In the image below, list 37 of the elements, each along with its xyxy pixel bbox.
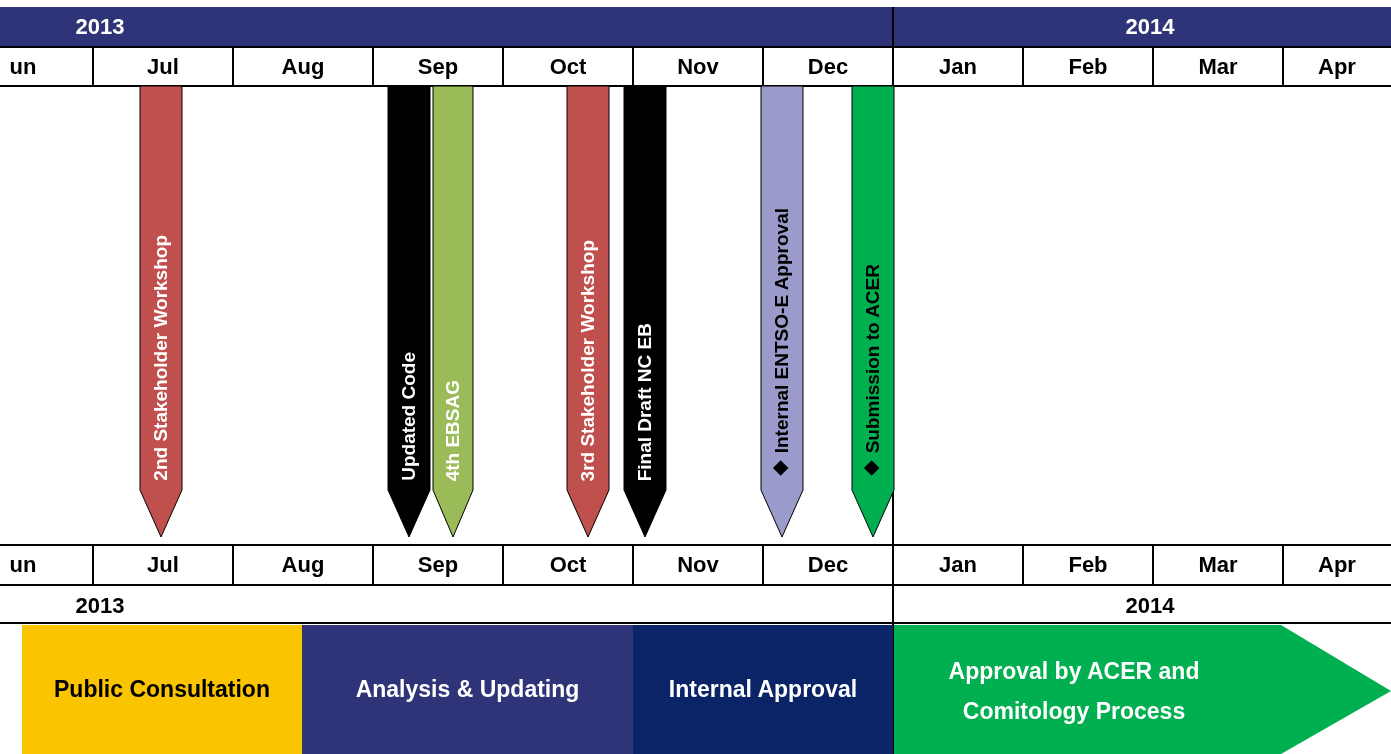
month-label: Nov <box>676 551 720 579</box>
milestone-label: ◆ Internal ENTSO-E Approval <box>772 208 791 481</box>
milestone-label: ◆ Submission to ACER <box>863 264 882 481</box>
month-label: Jan <box>938 52 978 81</box>
month-label: Apr <box>1317 52 1357 81</box>
month-label: Feb <box>1067 52 1109 81</box>
month-label: Aug <box>280 52 326 81</box>
month-label: Sep <box>416 551 460 579</box>
milestone-label: Final Draft NC EB <box>635 322 654 481</box>
month-label: Oct <box>548 551 588 579</box>
month-label: Feb <box>1067 551 1109 579</box>
month-label: Apr <box>1317 551 1357 579</box>
month-label: un <box>8 52 38 81</box>
month-label: Jul <box>146 52 180 81</box>
milestone-label: Updated Code <box>399 352 418 481</box>
month-label: Nov <box>676 52 720 81</box>
phase-band: Analysis & Updating <box>302 625 633 754</box>
month-label: Mar <box>1197 551 1239 579</box>
year-label: 2013 <box>74 13 126 41</box>
month-label: Sep <box>416 52 460 81</box>
month-label: Mar <box>1197 52 1239 81</box>
month-label: un <box>8 551 38 579</box>
milestone-label: 4th EBSAG <box>443 379 462 481</box>
year-label: 2014 <box>1124 592 1176 620</box>
month-label: Jul <box>146 551 180 579</box>
year-label: 2014 <box>1124 13 1176 41</box>
month-label: Aug <box>280 551 326 579</box>
phase-band: Public Consultation <box>22 625 302 754</box>
month-label: Jan <box>938 551 978 579</box>
milestone-label: 3rd Stakeholder Workshop <box>578 239 597 481</box>
month-label: Dec <box>806 551 850 579</box>
month-label: Dec <box>806 52 850 81</box>
month-label: Oct <box>548 52 588 81</box>
milestone-label: 2nd Stakeholder Workshop <box>151 235 170 481</box>
year-label: 2013 <box>74 592 126 620</box>
phase-label: Approval by ACER and Comitology Process <box>947 657 1201 727</box>
phase-band: Internal Approval <box>633 625 893 754</box>
